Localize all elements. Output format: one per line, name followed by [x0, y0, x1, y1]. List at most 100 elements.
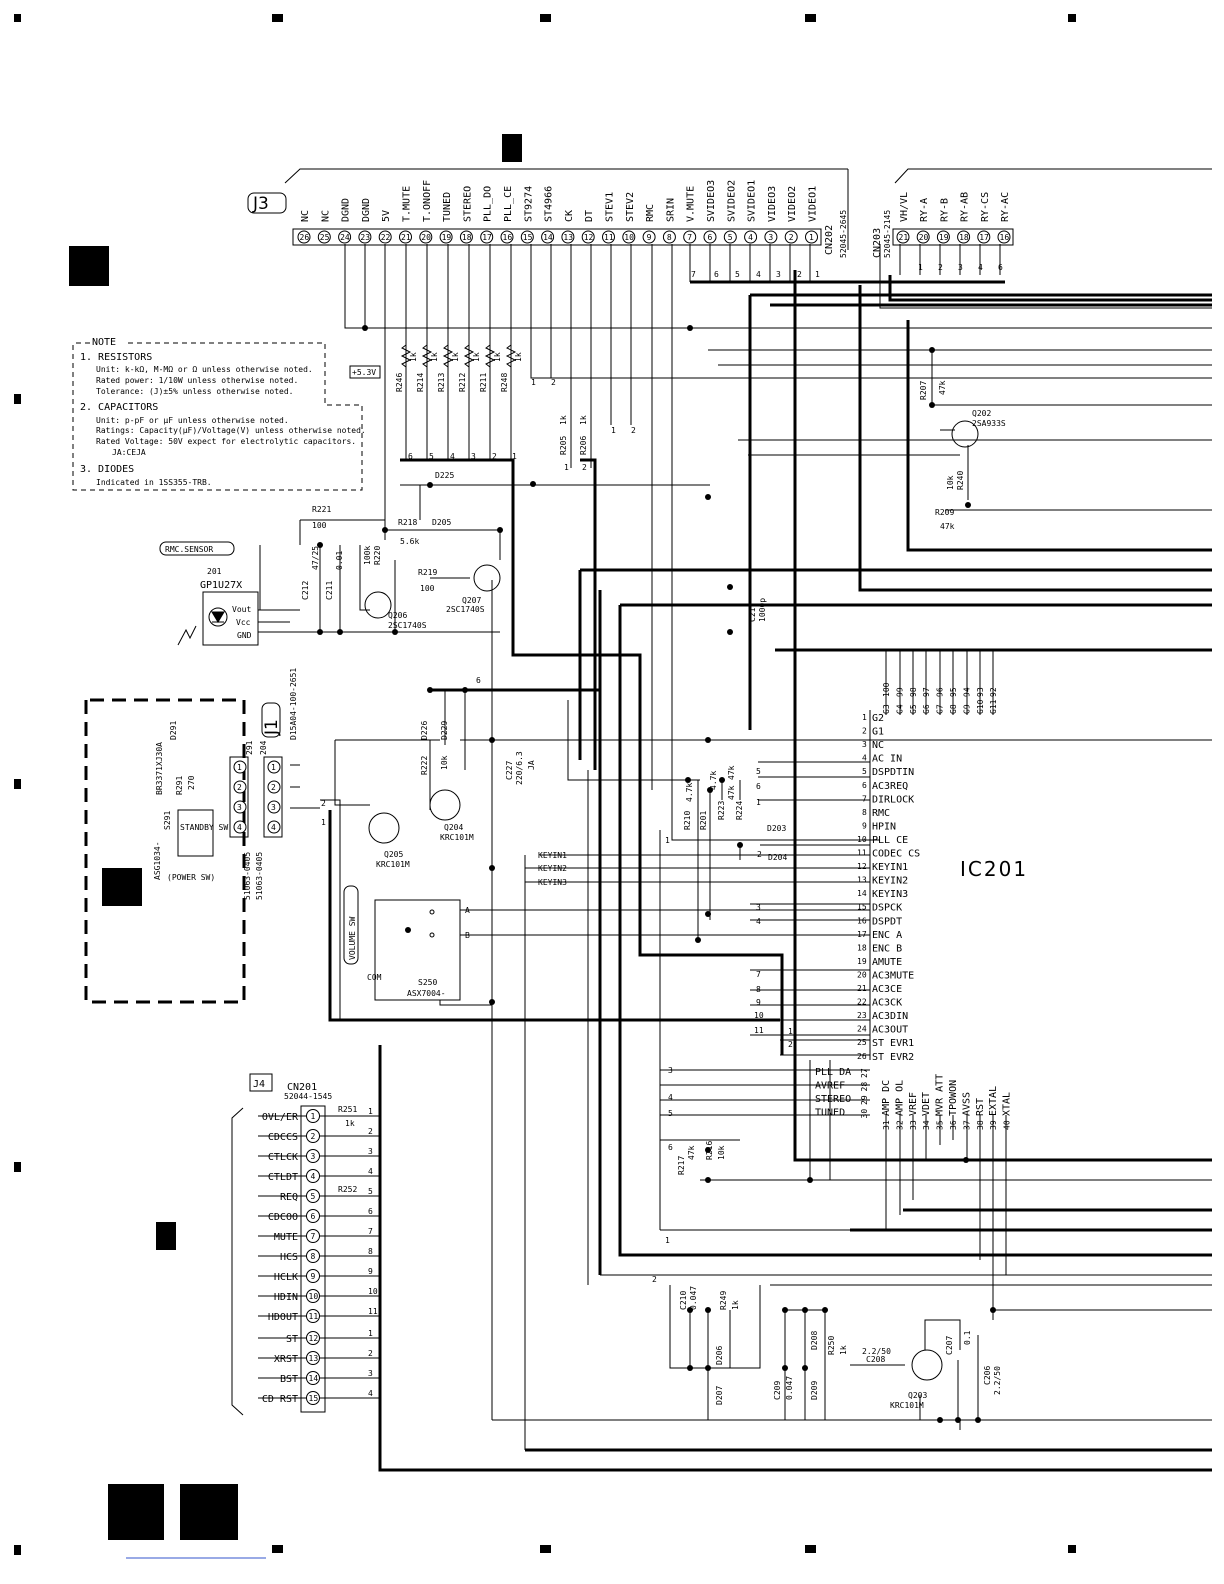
- svg-text:D291: D291: [169, 721, 178, 740]
- svg-text:GP1U27X: GP1U27X: [200, 580, 242, 591]
- svg-text:C210: C210: [679, 1291, 688, 1310]
- j4-resistors: R251 1k R252: [338, 1105, 357, 1194]
- j3-pin-number: 3: [768, 233, 773, 242]
- j3-signal: V.MUTE: [686, 186, 697, 222]
- j3-pin-number: 20: [421, 233, 431, 242]
- svg-text:51063-0405: 51063-0405: [243, 852, 252, 900]
- ic201-pin-number: 24: [857, 1025, 867, 1034]
- ic201-pin-label: DSPDT: [872, 916, 902, 927]
- ic201-pin-label: KEYIN1: [872, 862, 908, 873]
- svg-text:D206: D206: [715, 1346, 724, 1365]
- ic201-pin-label: DSPDTIN: [872, 767, 914, 778]
- j3-pin-number: 11: [604, 233, 614, 242]
- ic201-pin-number: 40: [1003, 1120, 1012, 1130]
- component-labels: R221 100 R218 5.6k D205 D225 100k R220 R…: [301, 380, 1006, 1410]
- ic201-pin-label: AMUTE: [872, 957, 902, 968]
- j3-signal: ST9274: [523, 186, 534, 222]
- j3-pin-number: 12: [584, 233, 594, 242]
- svg-text:5.6k: 5.6k: [400, 537, 419, 546]
- ic201-pin-label: MVR ATT: [935, 1074, 946, 1116]
- ic201-pin-number: 23: [857, 1011, 867, 1020]
- j4-pin-number: 1: [311, 1112, 316, 1121]
- j3-pin-number: 25: [320, 233, 330, 242]
- svg-text:R249: R249: [719, 1291, 728, 1310]
- svg-text:4: 4: [756, 270, 761, 279]
- svg-text:D209: D209: [810, 1381, 819, 1400]
- svg-text:3: 3: [471, 452, 476, 461]
- svg-text:STANDBY SW: STANDBY SW: [180, 823, 228, 832]
- ic201-pin-number: 11: [857, 849, 867, 858]
- j3-pin-number: 23: [360, 233, 370, 242]
- svg-text:Vout: Vout: [232, 605, 251, 614]
- j3-pin-number: 7: [687, 233, 692, 242]
- j4-bus-number: 2: [368, 1349, 373, 1358]
- ic201-pin-number: 15: [857, 903, 867, 912]
- svg-text:3: 3: [237, 803, 242, 812]
- ic201-pin-label: G2: [872, 713, 884, 724]
- svg-text:2. CAPACITORS: 2. CAPACITORS: [80, 402, 158, 413]
- j3-pin: [338, 230, 352, 244]
- svg-text:47k: 47k: [727, 765, 736, 780]
- svg-text:KEYIN1: KEYIN1: [538, 851, 567, 860]
- svg-text:BR3371XJ30A: BR3371XJ30A: [155, 742, 164, 795]
- power-switch-block: BR3371XJ30A D291 R291 270 ASG1034- S291 …: [84, 698, 283, 1004]
- j4-signal: CDCOO: [268, 1212, 298, 1223]
- ic201-pin-label: AVSS: [961, 1092, 972, 1116]
- svg-text:2SA933S: 2SA933S: [972, 419, 1006, 428]
- svg-text:VOLUME SW: VOLUME SW: [348, 916, 357, 960]
- ic201-pin-number: 33: [909, 1120, 918, 1130]
- svg-text:A: A: [465, 906, 470, 915]
- ic201-pin-label: ENC A: [872, 930, 902, 941]
- svg-text:100k: 100k: [363, 546, 372, 565]
- ic201: IC201: [960, 857, 1026, 881]
- j4-pin: [306, 1229, 320, 1243]
- svg-text:0.01: 0.01: [335, 551, 344, 570]
- j4-bus-number: 3: [368, 1147, 373, 1156]
- resistor-symbol: [421, 344, 433, 368]
- j4-pin-number: 3: [311, 1152, 316, 1161]
- resistor-value: 1k: [514, 352, 523, 362]
- j4-signal: REQ: [280, 1192, 298, 1203]
- j4-signal: CTLCK: [268, 1152, 298, 1163]
- wiring-thick: [328, 270, 1212, 1472]
- j4-pin: [306, 1129, 320, 1143]
- j3-signal: STEV2: [625, 192, 636, 222]
- svg-text:270: 270: [187, 775, 196, 790]
- svg-text:9: 9: [756, 998, 761, 1007]
- svg-text:5: 5: [668, 1109, 673, 1118]
- j3-pin-number: 18: [462, 233, 472, 242]
- j4-label: J4: [253, 1079, 265, 1090]
- cn203-pin: [997, 230, 1011, 244]
- svg-text:KEYIN3: KEYIN3: [538, 878, 567, 887]
- ic201-pin-label: AC3CK: [872, 998, 902, 1009]
- ic201-pin-number: 28: [860, 1082, 869, 1092]
- ic201-pin-label: XTAL: [1002, 1092, 1013, 1116]
- resistor-value: 1k: [409, 352, 418, 362]
- j4-pin: [306, 1109, 320, 1123]
- j4-signal: OVL/ER: [262, 1112, 299, 1123]
- ic201-pin-number: 4: [862, 754, 867, 763]
- svg-text:2: 2: [938, 263, 943, 272]
- cn203-pin-strip: [892, 228, 1014, 246]
- j4-bus-number: 11: [368, 1307, 378, 1316]
- j3-pin: [703, 230, 717, 244]
- cn203-signal: RY-AB: [960, 192, 971, 222]
- j3-pin: [399, 230, 412, 244]
- svg-text:S250: S250: [418, 978, 437, 987]
- svg-text:47k: 47k: [940, 522, 955, 531]
- svg-text:R218: R218: [398, 518, 417, 527]
- supply-tag: +5.3V: [352, 368, 376, 377]
- ic201-pin-label: ST EVR1: [872, 1038, 914, 1049]
- cn203-label: CN203: [872, 228, 883, 258]
- j4-pin: [306, 1269, 320, 1283]
- ic201-pin-number: 2: [862, 727, 867, 736]
- j3-pin: [358, 230, 372, 244]
- svg-text:D204: D204: [768, 853, 787, 862]
- volume-switch: VOLUME SW A B COM S250 ASX7004-: [343, 885, 470, 998]
- j3-signal: TUNED: [442, 192, 453, 222]
- ic201-pin-label: CODEC CS: [872, 849, 920, 860]
